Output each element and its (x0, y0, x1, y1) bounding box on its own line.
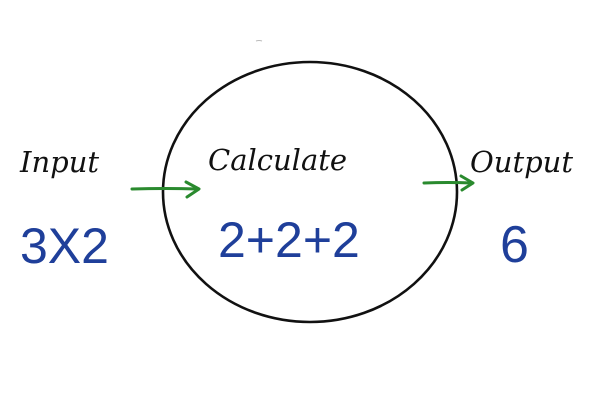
output-label: Output (470, 145, 573, 179)
calculate-expression: 2+2+2 (218, 212, 360, 268)
stray-mark (255, 40, 263, 42)
output-arrow (422, 174, 475, 192)
calculate-label: Calculate (208, 143, 347, 177)
input-arrow (130, 180, 201, 199)
output-value: 6 (500, 216, 529, 274)
input-expression: 3X2 (20, 218, 109, 274)
input-label: Input (19, 145, 99, 179)
process-circle (161, 60, 459, 324)
